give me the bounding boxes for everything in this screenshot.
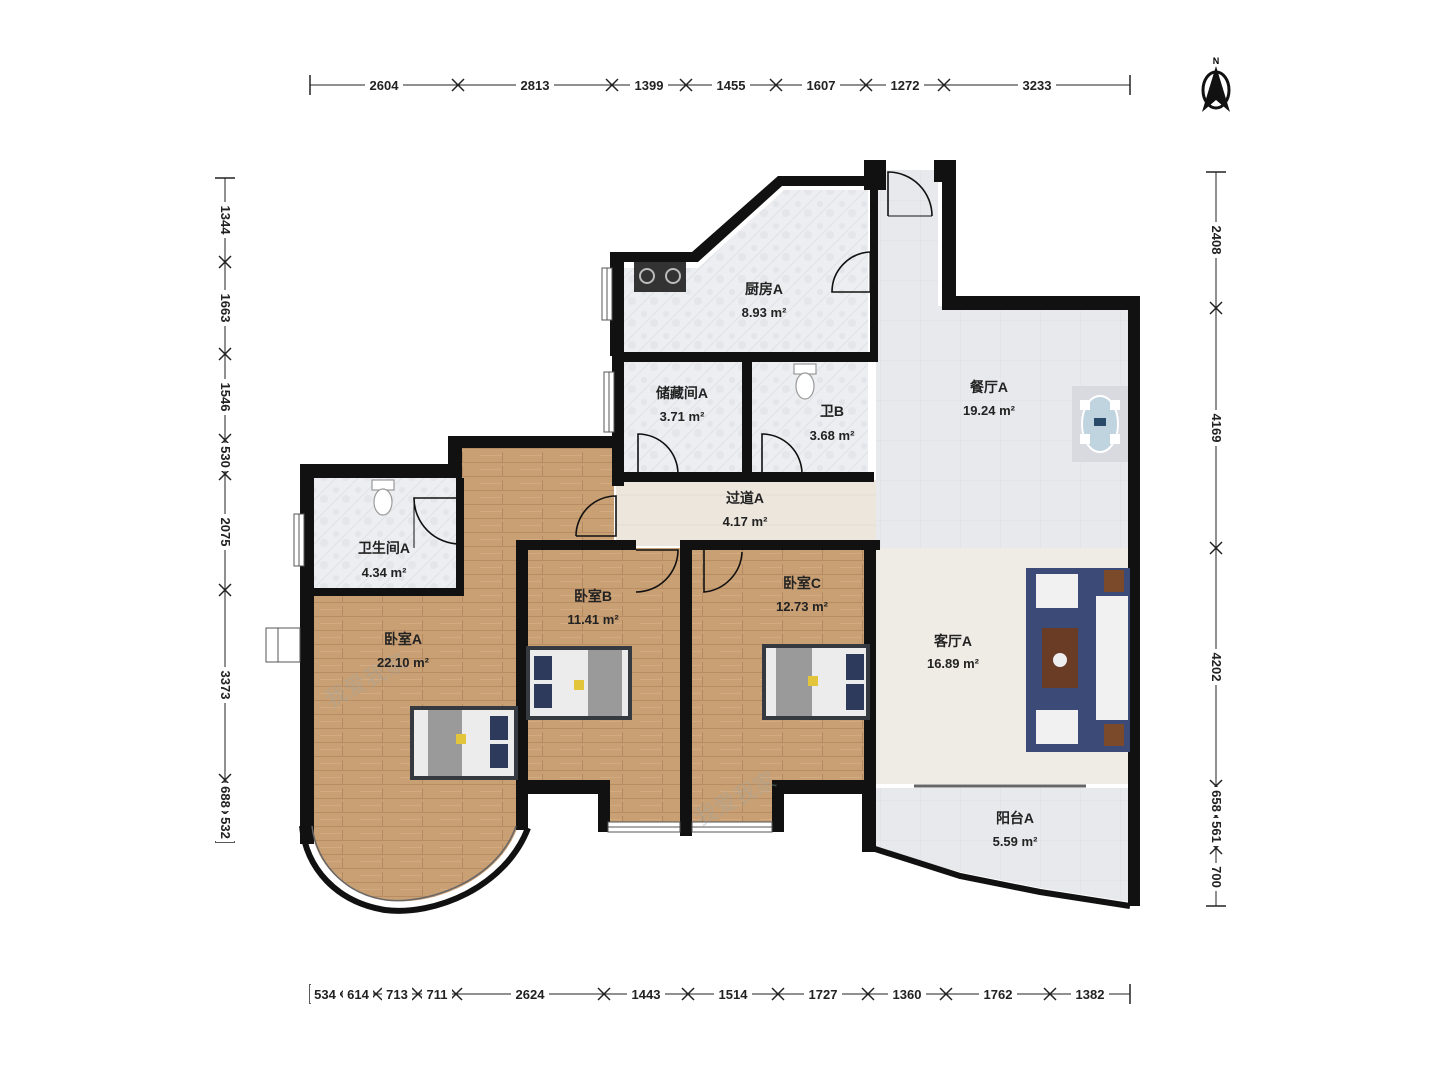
doors <box>413 171 933 593</box>
room-name-bedroom-a: 卧室A <box>384 631 422 647</box>
bay-window-inner <box>311 825 517 902</box>
dimension-value: 2075 <box>218 518 233 547</box>
dimension-value: 561 <box>1209 821 1224 843</box>
dimension-value: 688 <box>218 786 233 808</box>
windows <box>265 267 773 833</box>
dining-floor <box>876 170 1130 548</box>
room-area-hall: 4.17 m² <box>723 514 768 529</box>
dimension-value: 4169 <box>1209 414 1224 443</box>
room-name-kitchen: 厨房A <box>745 281 783 297</box>
room-area-bedroom-b: 11.41 m² <box>567 612 619 627</box>
compass-label: N <box>1213 56 1220 66</box>
dimension-value: 1727 <box>809 987 838 1002</box>
dimension-value: 614 <box>347 987 369 1002</box>
dimension-value: 700 <box>1209 866 1224 888</box>
dimension-value: 534 <box>314 987 336 1002</box>
room-area-bedroom-c: 12.73 m² <box>776 599 829 614</box>
room-area-kitchen: 8.93 m² <box>742 305 787 320</box>
room-name-hall: 过道A <box>726 490 764 506</box>
room-labels: 厨房A 8.93 m² 储藏间A 3.71 m² 卫B 3.68 m² 餐厅A … <box>358 281 1038 849</box>
dimension-bottom: 534 614 713 711 2624 1443 1514 1727 1360 1762 1382 <box>309 984 1131 1004</box>
kitchen-floor <box>622 190 868 352</box>
dimension-value: 713 <box>386 987 408 1002</box>
dimension-value: 2624 <box>516 987 546 1002</box>
dimension-value: 532 <box>218 817 233 839</box>
dimension-value: 2813 <box>521 78 550 93</box>
dimension-value: 1762 <box>984 987 1013 1002</box>
compass-icon: N <box>1201 56 1231 112</box>
dimension-value: 1360 <box>893 987 922 1002</box>
room-name-bath-a: 卫生间A <box>358 540 410 556</box>
hall-floor <box>616 480 876 546</box>
dimension-right: 2408 4169 4202 658 561 700 <box>1206 171 1226 907</box>
bedroom-a-floor <box>312 446 614 902</box>
walls <box>300 160 1140 906</box>
dimension-value: 3373 <box>218 671 233 700</box>
room-name-living: 客厅A <box>933 633 972 649</box>
dimension-value: 711 <box>427 987 448 1002</box>
dimension-value: 4202 <box>1209 653 1224 682</box>
dimension-value: 1455 <box>717 78 746 93</box>
room-area-bath-b: 3.68 m² <box>810 428 855 443</box>
sofa-set-icon <box>1026 568 1130 752</box>
storage-floor <box>624 362 744 474</box>
bay-window-bedroom-a <box>299 825 531 914</box>
dimension-value: 530 <box>218 446 233 468</box>
dimension-value: 658 <box>1209 790 1224 812</box>
bedroom-c-floor-ext <box>692 780 774 822</box>
room-area-bath-a: 4.34 m² <box>362 565 407 580</box>
toilet-icon <box>371 363 817 516</box>
dimension-value: 1272 <box>891 78 920 93</box>
dimension-value: 1514 <box>719 987 749 1002</box>
room-area-bedroom-a: 22.10 m² <box>377 655 430 670</box>
room-name-bedroom-b: 卧室B <box>574 588 612 604</box>
dimension-value: 1546 <box>218 383 233 412</box>
balcony-outer-wall <box>871 845 1131 909</box>
dimension-value: 2408 <box>1209 226 1224 255</box>
bed-icon <box>410 644 870 780</box>
dimension-value: 2604 <box>370 78 400 93</box>
dimension-left: 1344 1663 1546 530 2075 3373 688 532 <box>215 177 235 843</box>
dining-table-icon <box>1072 386 1128 462</box>
dimension-value: 1663 <box>218 294 233 323</box>
room-name-bath-b: 卫B <box>820 403 844 419</box>
room-name-balcony: 阳台A <box>996 810 1034 826</box>
dimension-top: 2604 2813 1399 1455 1607 1272 3233 <box>309 75 1131 95</box>
room-area-storage: 3.71 m² <box>660 409 705 424</box>
dimension-value: 1399 <box>635 78 664 93</box>
stove-icon <box>634 262 686 292</box>
room-name-dining: 餐厅A <box>969 379 1008 395</box>
dimension-value: 3233 <box>1023 78 1052 93</box>
room-area-living: 16.89 m² <box>927 656 980 671</box>
balcony-floor <box>874 788 1130 902</box>
dimension-value: 1607 <box>807 78 836 93</box>
dimension-value: 1344 <box>218 206 233 236</box>
dimension-value: 1443 <box>632 987 661 1002</box>
room-name-bedroom-c: 卧室C <box>783 575 821 591</box>
dimension-value: 1382 <box>1076 987 1105 1002</box>
room-name-storage: 储藏间A <box>655 385 708 401</box>
bedroom-b-floor-ext <box>610 780 682 822</box>
room-area-balcony: 5.59 m² <box>993 834 1038 849</box>
room-area-dining: 19.24 m² <box>963 403 1016 418</box>
